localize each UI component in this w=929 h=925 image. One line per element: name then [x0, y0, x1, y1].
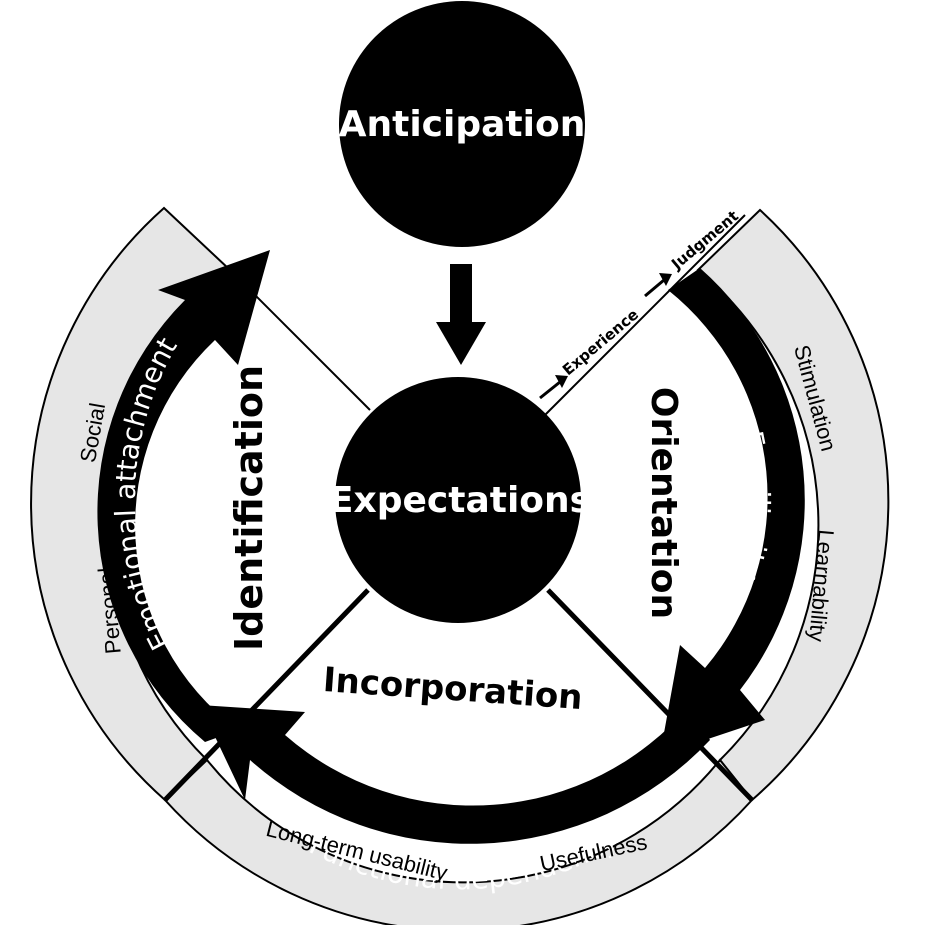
expectations-node: Expectations [329, 377, 591, 623]
anticipation-node: Anticipation [339, 1, 586, 247]
expectations-label: Expectations [329, 480, 591, 521]
functional-dependency-band [200, 705, 710, 844]
anticipation-circle [339, 1, 585, 247]
expectations-circle [335, 377, 581, 623]
curved-arrow-icon [97, 250, 805, 844]
divider-lower-right [546, 588, 754, 802]
divider-lower-left [163, 588, 370, 802]
phase-identification: Identification [227, 365, 271, 651]
small-right-arrow-icon [644, 273, 672, 298]
anticipation-label: Anticipation [339, 104, 586, 145]
familiarity-label: Familiarity [733, 428, 776, 583]
divider-upper-right [544, 214, 746, 416]
familiarity-band [660, 268, 805, 755]
down-arrow-icon [436, 264, 486, 365]
emotional-attachment-band [97, 250, 270, 742]
phase-orientation: Orientation [643, 387, 684, 619]
experience-label: Experience [559, 305, 642, 379]
phase-incorporation: Incorporation [322, 660, 584, 718]
small-right-arrow-icon [539, 375, 568, 400]
